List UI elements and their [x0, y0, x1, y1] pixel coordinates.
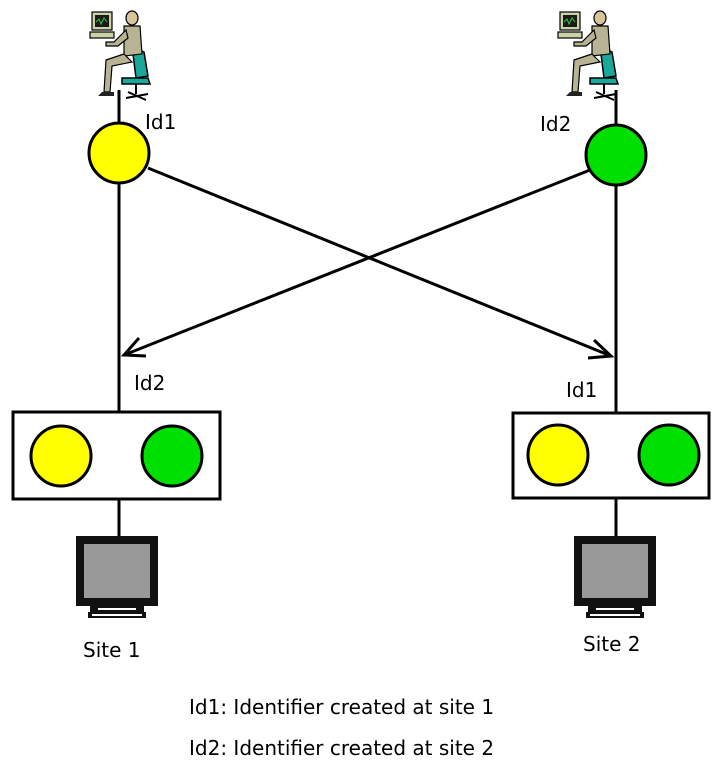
- site-1-id2-node: [140, 424, 204, 488]
- id1-origin-node: [87, 121, 151, 185]
- user-left-id-label: Id1: [145, 110, 176, 134]
- arrowhead-right: [587, 338, 615, 360]
- site-2-replica-box: [511, 411, 711, 500]
- arrow-left-id-label: Id2: [134, 371, 165, 395]
- user-left-icon: [89, 10, 151, 101]
- site-2-id1-node: [526, 423, 590, 487]
- site-1-id1-node: [29, 424, 93, 488]
- id2-origin-node: [584, 123, 648, 187]
- site-1-replica-box: [11, 410, 222, 501]
- site-2-monitor-icon: [574, 536, 656, 618]
- site-1-label: Site 1: [83, 638, 140, 662]
- site-2-label: Site 2: [583, 632, 640, 656]
- user-right-id-label: Id2: [540, 112, 571, 136]
- user-right-icon: [557, 10, 619, 101]
- arrowhead-left: [120, 337, 147, 358]
- cross-line-left-to-right: [147, 166, 612, 358]
- site-2-id2-node: [637, 423, 701, 487]
- site-1-monitor-icon: [76, 536, 158, 618]
- legend-line-1: Id1: Identifier created at site 1: [189, 695, 494, 719]
- legend-line-2: Id2: Identifier created at site 2: [189, 736, 494, 760]
- arrow-right-id-label: Id1: [566, 378, 597, 402]
- cross-line-right-to-left: [123, 168, 591, 357]
